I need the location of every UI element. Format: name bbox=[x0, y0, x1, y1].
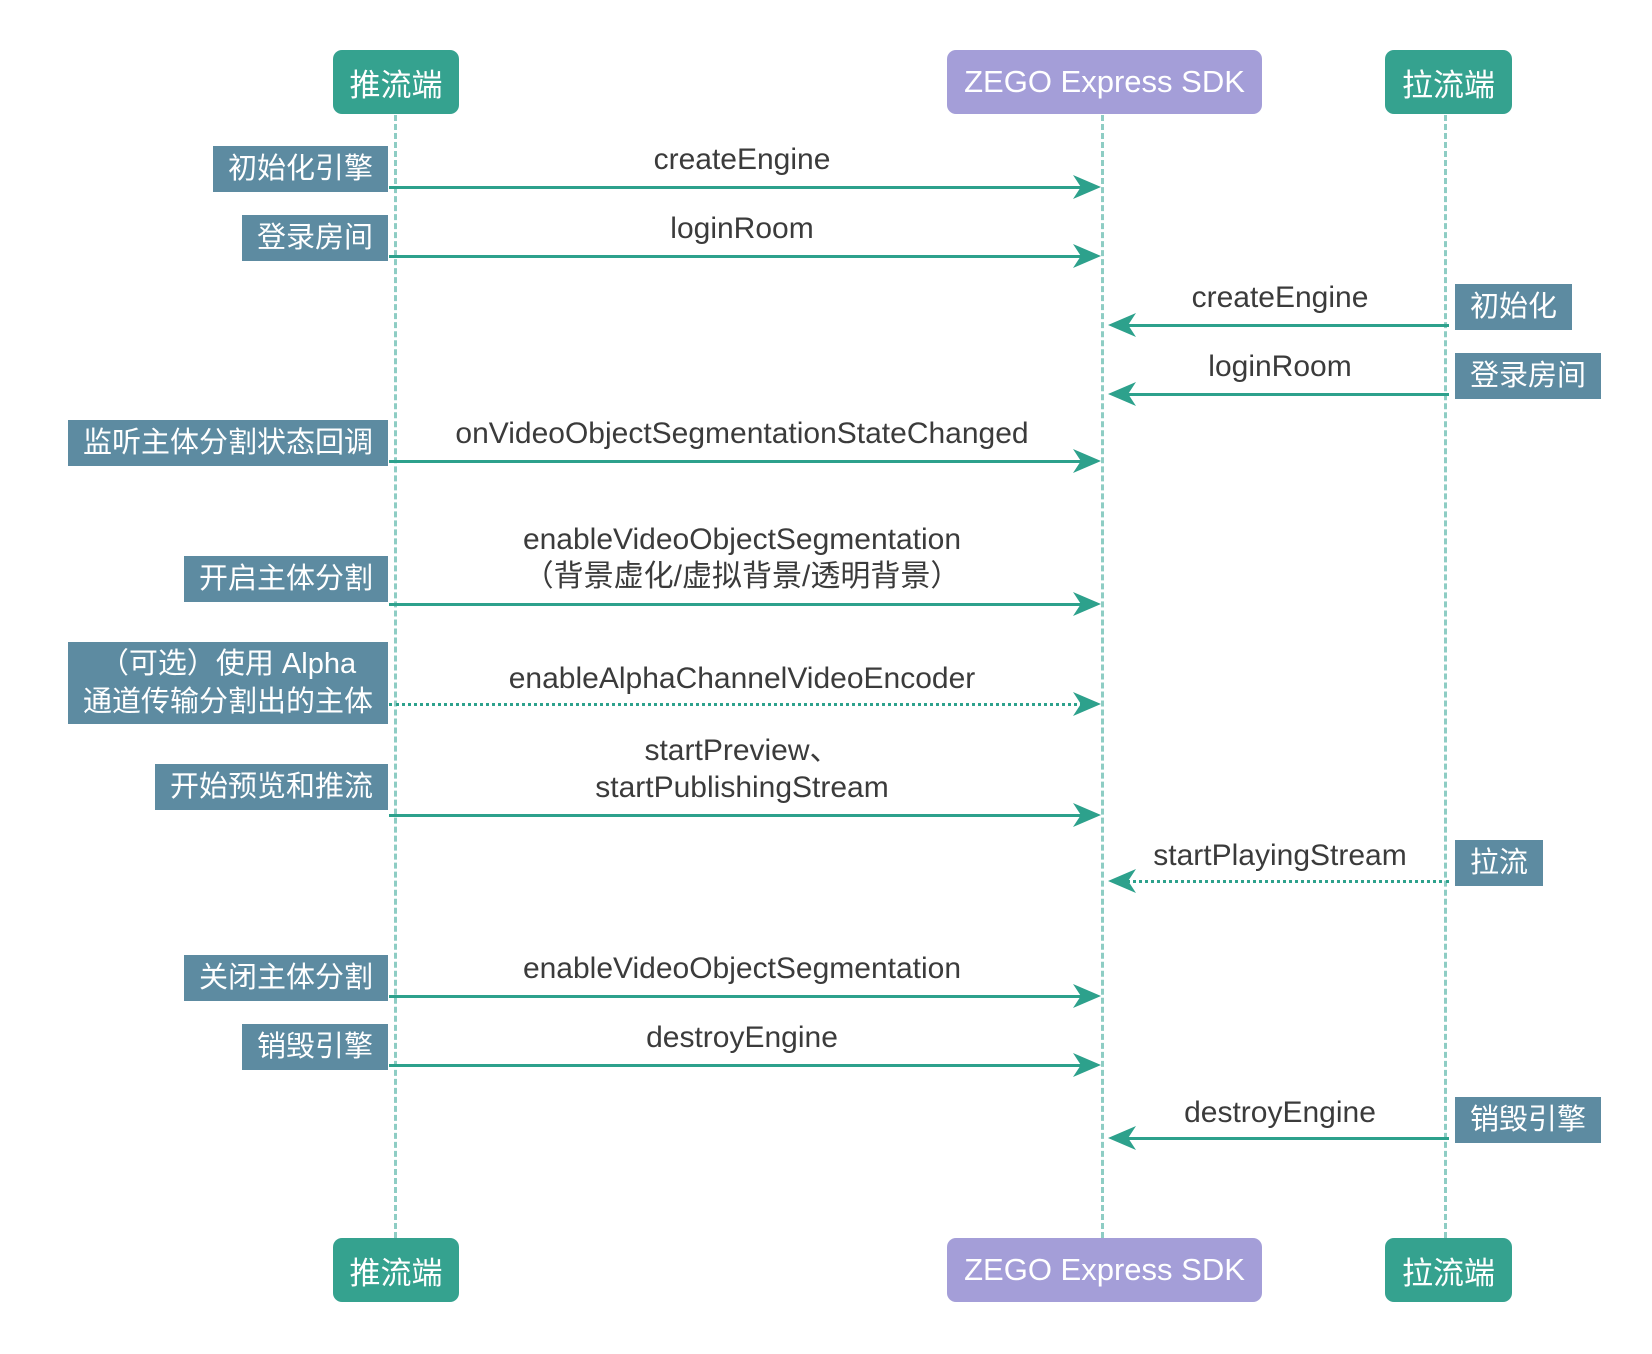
step-line-2: 通道传输分割出的主体 bbox=[82, 686, 373, 718]
actor-publisher-top: 推流端 bbox=[333, 50, 459, 114]
message-line-1: startPreview、 bbox=[644, 734, 840, 767]
message-arrow-line bbox=[389, 460, 1089, 463]
actor-player-bottom: 拉流端 bbox=[1385, 1238, 1512, 1302]
message-line-1: enableVideoObjectSegmentation bbox=[522, 523, 962, 556]
actor-sdk-bottom: ZEGO Express SDK bbox=[947, 1238, 1262, 1302]
message-label: startPreview、 startPublishingStream bbox=[389, 732, 1095, 806]
message-label: startPlayingStream bbox=[1153, 839, 1407, 872]
step-label: 销毁引擎 bbox=[256, 1031, 373, 1063]
message-label: enableVideoObjectSegmentation （背景虚化/虚拟背景… bbox=[389, 521, 1095, 595]
message-arrow-line bbox=[1120, 1137, 1449, 1140]
message-label: createEngine bbox=[653, 143, 831, 176]
step-label-box: 拉流 bbox=[1455, 840, 1544, 886]
step-label: 登录房间 bbox=[256, 222, 373, 254]
step-label-box: 开启主体分割 bbox=[183, 556, 388, 602]
step-label: 登录房间 bbox=[1470, 360, 1587, 392]
step-label-box: 登录房间 bbox=[1455, 353, 1602, 399]
step-label: 关闭主体分割 bbox=[198, 962, 373, 994]
message-label: enableVideoObjectSegmentation bbox=[522, 952, 962, 985]
step-label-box: 初始化引擎 bbox=[212, 146, 388, 192]
message-label: enableAlphaChannelVideoEncoder bbox=[508, 662, 976, 695]
message-arrow-line bbox=[389, 186, 1089, 189]
step-label: 初始化引擎 bbox=[227, 153, 373, 185]
actor-publisher-bottom: 推流端 bbox=[333, 1238, 459, 1302]
actor-player-top: 拉流端 bbox=[1385, 50, 1512, 114]
message-label: onVideoObjectSegmentationStateChanged bbox=[455, 417, 1029, 450]
actor-label: 拉流端 bbox=[1402, 67, 1495, 103]
actor-label: 拉流端 bbox=[1402, 1255, 1495, 1291]
message-arrow-line bbox=[389, 995, 1089, 998]
message-arrow-line bbox=[389, 603, 1089, 606]
actor-label: 推流端 bbox=[349, 67, 443, 103]
lifeline-player bbox=[1444, 115, 1447, 1238]
message-arrow-line-dotted bbox=[389, 703, 1089, 706]
step-label: 销毁引擎 bbox=[1470, 1104, 1587, 1136]
actor-label: 推流端 bbox=[349, 1255, 443, 1291]
step-label-box: （可选）使用 Alpha 通道传输分割出的主体 bbox=[67, 642, 388, 724]
message-arrow-line bbox=[389, 814, 1089, 817]
message-arrow-line-dotted bbox=[1120, 880, 1449, 883]
step-line-1: （可选）使用 Alpha bbox=[99, 648, 357, 680]
message-label: createEngine bbox=[1191, 281, 1369, 314]
message-label: destroyEngine bbox=[1184, 1096, 1376, 1129]
actor-label: ZEGO Express SDK bbox=[964, 64, 1245, 99]
actor-sdk-top: ZEGO Express SDK bbox=[947, 50, 1262, 114]
step-label-box: 关闭主体分割 bbox=[183, 955, 388, 1001]
message-arrow-line bbox=[389, 255, 1089, 258]
message-arrow-line bbox=[389, 1064, 1089, 1067]
message-arrow-line bbox=[1120, 324, 1449, 327]
lifeline-publisher bbox=[394, 115, 397, 1238]
message-arrow-line bbox=[1120, 393, 1449, 396]
step-label: 开始预览和推流 bbox=[169, 771, 373, 803]
step-label-box: 登录房间 bbox=[241, 215, 388, 261]
message-line-2: （背景虚化/虚拟背景/透明背景） bbox=[523, 560, 961, 593]
step-label-box: 销毁引擎 bbox=[241, 1024, 388, 1070]
message-label: destroyEngine bbox=[646, 1021, 838, 1054]
step-label: 开启主体分割 bbox=[198, 563, 373, 595]
step-label-box: 销毁引擎 bbox=[1455, 1097, 1602, 1143]
message-label: loginRoom bbox=[670, 212, 814, 245]
actor-label: ZEGO Express SDK bbox=[964, 1252, 1245, 1287]
lifeline-sdk bbox=[1101, 115, 1104, 1238]
step-label-box: 开始预览和推流 bbox=[154, 764, 388, 810]
step-label-box: 监听主体分割状态回调 bbox=[67, 420, 388, 466]
step-label-box: 初始化 bbox=[1455, 284, 1573, 330]
message-label: loginRoom bbox=[1208, 350, 1352, 383]
step-label: 拉流 bbox=[1470, 847, 1529, 879]
message-line-2: startPublishingStream bbox=[595, 771, 889, 804]
step-label: 初始化 bbox=[1470, 291, 1558, 323]
step-label: 监听主体分割状态回调 bbox=[82, 427, 373, 459]
